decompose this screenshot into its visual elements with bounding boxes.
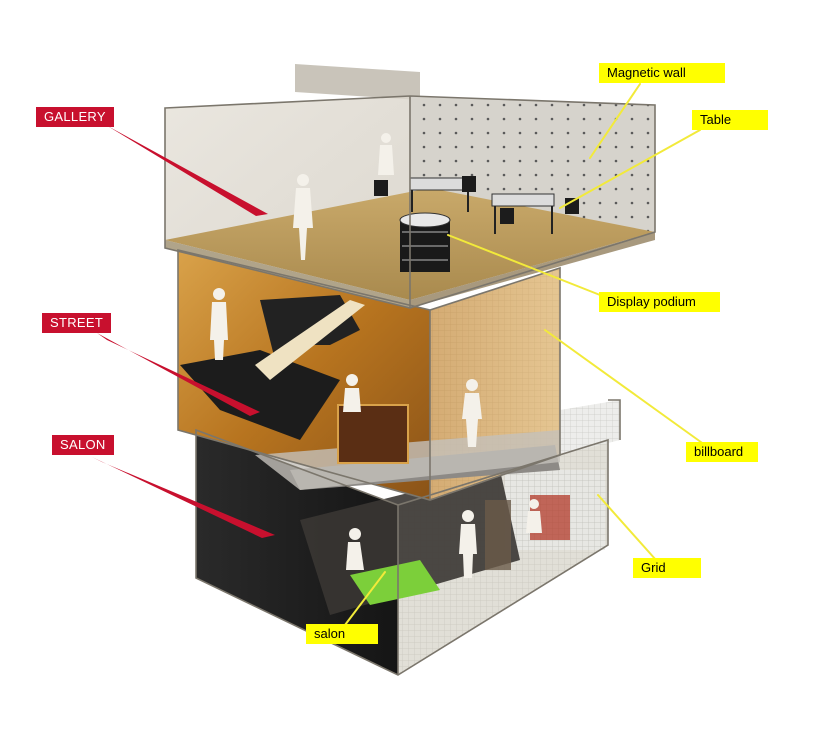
grid-label: Grid [633,558,701,578]
display-podium-label: Display podium [599,292,720,312]
salon-area-leader [344,571,386,626]
street-level [178,250,620,500]
green-salon-seat [350,560,440,605]
stair-block [180,350,340,440]
street-leader [97,333,260,416]
display-podium-leader [447,234,601,296]
salon-label: SALON [52,435,114,455]
figure-gallery-2 [378,133,394,175]
figure-salon-1 [346,528,364,570]
figure-street-3 [462,379,482,447]
stair-ramp [255,300,365,380]
street-label: STREET [42,313,112,333]
figure-salon-2 [459,510,477,578]
salon-area-label: salon [306,624,378,644]
scale-figures [210,133,542,578]
display-podium-object [399,212,451,272]
figure-street-1 [210,288,228,360]
figure-salon-3 [526,499,542,533]
gallery-leader [96,119,268,216]
leader-lines [92,83,706,626]
acrylic-shell [164,95,656,676]
gallery-label: GALLERY [36,107,114,127]
magnetic-wall-leader [589,83,641,159]
gallery-tables [374,176,579,234]
magnetic-wall-label: Magnetic wall [599,63,725,83]
salon-leader [92,457,275,538]
table-leader [559,129,701,209]
figure-gallery-1 [293,174,313,260]
table-label: Table [692,110,768,130]
display-box [337,404,409,464]
figure-street-2 [343,374,361,412]
billboard-label: billboard [686,442,758,462]
salon-level [196,430,608,675]
grid-leader [597,494,657,561]
billboard-leader [544,329,706,446]
